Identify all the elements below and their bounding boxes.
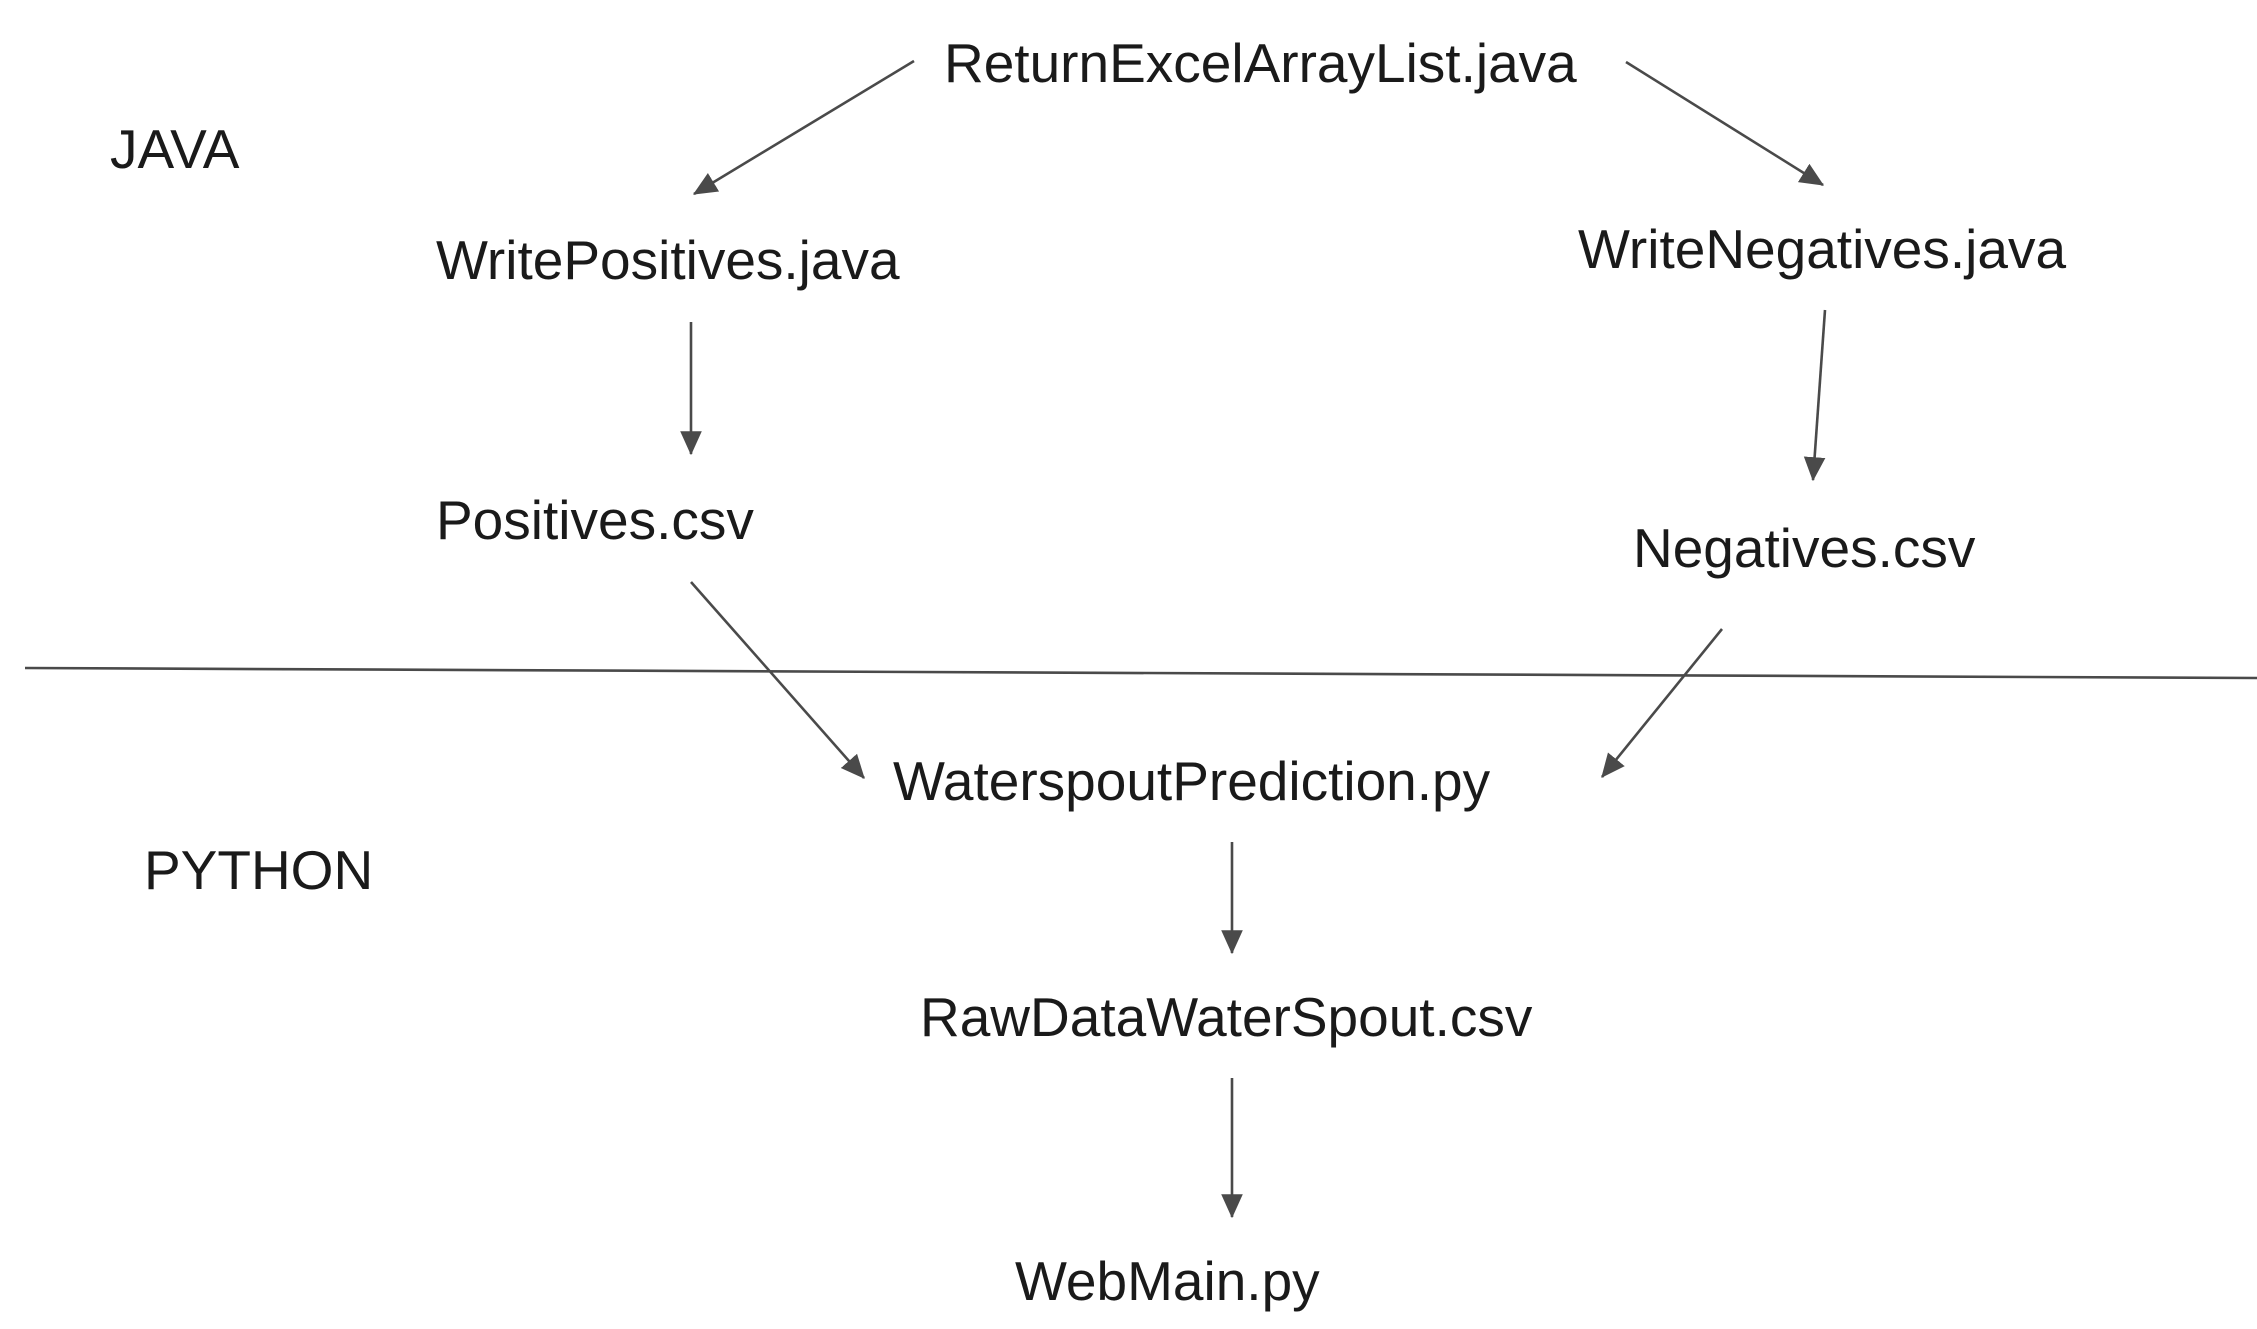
node-negatives-csv: Negatives.csv (1633, 517, 1976, 579)
section-divider (24, 666, 2257, 680)
python-section-label: PYTHON (144, 839, 373, 901)
node-raw-data-waterspout: RawDataWaterSpout.csv (920, 986, 1533, 1048)
arrow-negatives-csv-to-waterspout-prediction (1600, 628, 1724, 778)
node-positives-csv: Positives.csv (436, 489, 754, 551)
arrow-positives-csv-to-waterspout-prediction (690, 581, 865, 779)
node-write-positives: WritePositives.java (436, 229, 900, 291)
node-web-main: WebMain.py (1015, 1250, 1320, 1312)
node-waterspout-prediction: WaterspoutPrediction.py (893, 750, 1491, 812)
arrow-write-negatives-to-negatives-csv (1803, 309, 1827, 482)
java-section-label: JAVA (110, 118, 240, 180)
arrow-return-excel-to-write-positives (692, 59, 915, 196)
arrow-return-excel-to-write-negatives (1625, 60, 1825, 187)
node-return-excel-array-list: ReturnExcelArrayList.java (944, 32, 1577, 94)
node-write-negatives: WriteNegatives.java (1578, 218, 2066, 280)
